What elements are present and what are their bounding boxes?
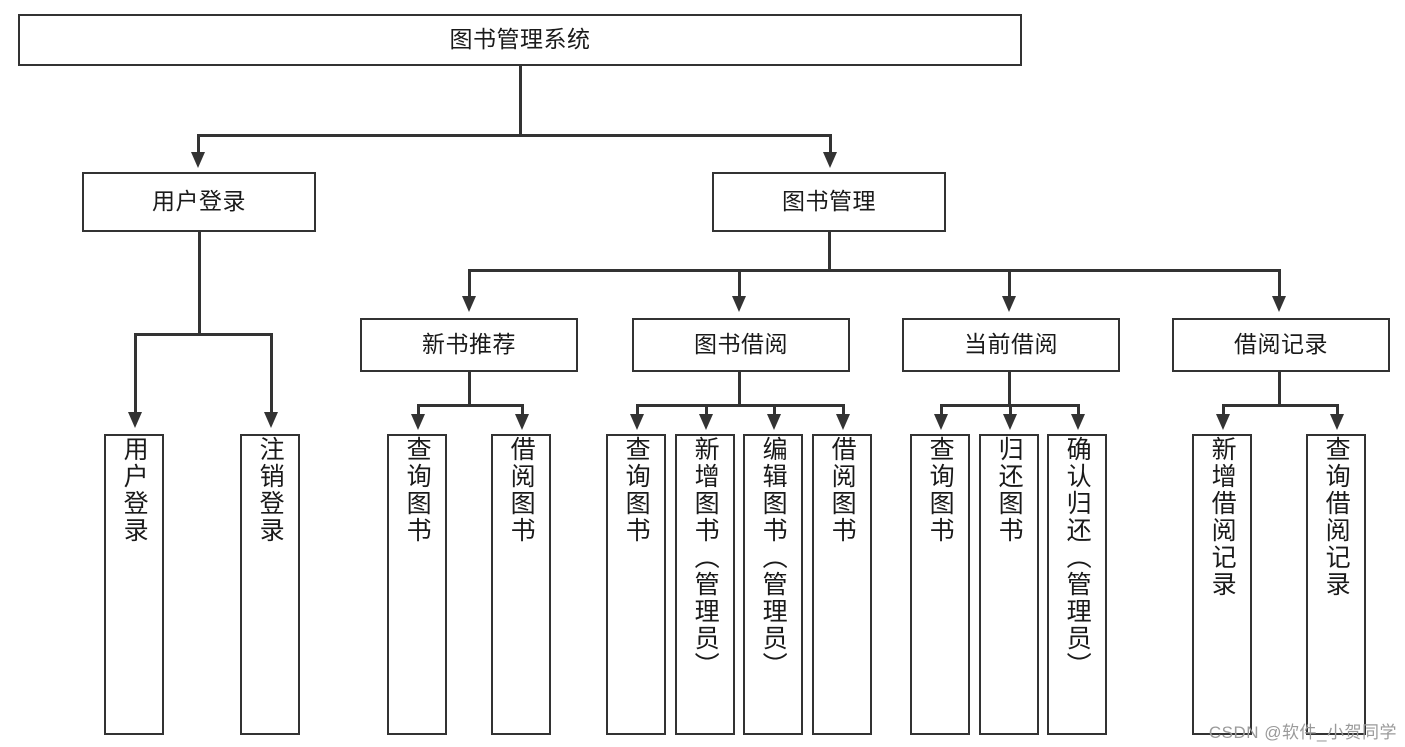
leaf-cb-query-book[interactable]: 查询图书 [910,434,970,735]
leaf-bb-edit-book-admin[interactable]: 编辑图书（管理员） [743,434,803,735]
connector-drop-user-login [197,134,200,156]
connector-drop-cb-leaf3 [1077,404,1080,417]
node-current-borrow[interactable]: 当前借阅 [902,318,1120,372]
connector-drop-bb-leaf3 [773,404,776,417]
node-user-login[interactable]: 用户登录 [82,172,316,232]
connector-drop-nb-leaf1 [417,404,420,417]
node-label: 新增借阅记录 [1208,436,1237,598]
arrowhead-user-login [191,152,205,168]
arrowhead-current-borrow [1002,296,1016,312]
connector-drop-book-borrow [738,269,741,299]
connector-book-borrow-bus [636,404,844,407]
arrowhead-cb-leaf2 [1003,414,1017,430]
node-new-book-recommend[interactable]: 新书推荐 [360,318,578,372]
leaf-nb-borrow-book[interactable]: 借阅图书 [491,434,551,735]
connector-level3-bus [468,269,1280,272]
node-label: 借阅图书 [828,436,857,544]
arrowhead-cb-leaf1 [934,414,948,430]
node-book-borrow[interactable]: 图书借阅 [632,318,850,372]
connector-new-book-bus [417,404,521,407]
connector-drop-book-manage [829,134,832,156]
arrowhead-bb-leaf3 [767,414,781,430]
node-label: 图书借阅 [694,331,788,358]
node-label: 查询图书 [622,436,651,544]
connector-current-borrow-stem [1008,372,1011,407]
arrowhead-book-manage [823,152,837,168]
connector-drop-leaf-logout [270,333,273,415]
node-book-manage[interactable]: 图书管理 [712,172,946,232]
node-label: 图书管理系统 [449,26,591,53]
arrowhead-nb-leaf1 [411,414,425,430]
leaf-br-query-record[interactable]: 查询借阅记录 [1306,434,1366,735]
connector-drop-nb-leaf2 [521,404,524,417]
connector-borrow-record-bus [1222,404,1336,407]
connector-drop-leaf-user-login [134,333,137,415]
connector-drop-br-leaf2 [1336,404,1339,417]
arrowhead-br-leaf1 [1216,414,1230,430]
arrowhead-borrow-record [1272,296,1286,312]
node-root-system[interactable]: 图书管理系统 [18,14,1022,66]
connector-book-borrow-stem [738,372,741,407]
arrowhead-nb-leaf2 [515,414,529,430]
leaf-br-add-record[interactable]: 新增借阅记录 [1192,434,1252,735]
connector-drop-cb-leaf2 [1009,404,1012,417]
connector-drop-bb-leaf4 [842,404,845,417]
leaf-nb-query-book[interactable]: 查询图书 [387,434,447,735]
node-label: 用户登录 [120,436,149,544]
arrowhead-leaf-user-login [128,412,142,428]
node-label: 当前借阅 [964,331,1058,358]
connector-drop-bb-leaf2 [705,404,708,417]
leaf-cb-confirm-return-admin[interactable]: 确认归还（管理员） [1047,434,1107,735]
node-borrow-record[interactable]: 借阅记录 [1172,318,1390,372]
connector-level2-bus [197,134,831,137]
arrowhead-cb-leaf3 [1071,414,1085,430]
node-label: 新增图书（管理员） [691,436,720,679]
node-label: 编辑图书（管理员） [759,436,788,679]
node-label: 新书推荐 [422,331,516,358]
arrowhead-br-leaf2 [1330,414,1344,430]
connector-drop-br-leaf1 [1222,404,1225,417]
connector-root-stem [519,66,522,136]
connector-drop-new-book [468,269,471,299]
leaf-logout[interactable]: 注销登录 [240,434,300,735]
connector-user-login-bus [134,333,270,336]
connector-drop-current-borrow [1008,269,1011,299]
leaf-bb-query-book[interactable]: 查询图书 [606,434,666,735]
leaf-cb-return-book[interactable]: 归还图书 [979,434,1039,735]
node-label: 注销登录 [256,436,285,544]
node-label: 用户登录 [152,188,246,215]
node-label: 查询图书 [926,436,955,544]
node-label: 借阅图书 [507,436,536,544]
node-label: 图书管理 [782,188,876,215]
watermark-text: CSDN @软件_小贺同学 [1208,723,1397,742]
arrowhead-new-book [462,296,476,312]
connector-drop-borrow-record [1278,269,1281,299]
connector-drop-bb-leaf1 [636,404,639,417]
connector-book-manage-stem [828,232,831,272]
arrowhead-book-borrow [732,296,746,312]
leaf-bb-borrow-book[interactable]: 借阅图书 [812,434,872,735]
connector-new-book-stem [468,372,471,407]
connector-drop-cb-leaf1 [940,404,943,417]
connector-user-login-stem [198,232,201,335]
connector-borrow-record-stem [1278,372,1281,407]
node-label: 归还图书 [995,436,1024,544]
arrowhead-leaf-logout [264,412,278,428]
arrowhead-bb-leaf2 [699,414,713,430]
node-label: 查询图书 [403,436,432,544]
leaf-bb-add-book-admin[interactable]: 新增图书（管理员） [675,434,735,735]
arrowhead-bb-leaf4 [836,414,850,430]
node-label: 查询借阅记录 [1322,436,1351,598]
leaf-user-login[interactable]: 用户登录 [104,434,164,735]
arrowhead-bb-leaf1 [630,414,644,430]
node-label: 借阅记录 [1234,331,1328,358]
node-label: 确认归还（管理员） [1063,436,1092,679]
